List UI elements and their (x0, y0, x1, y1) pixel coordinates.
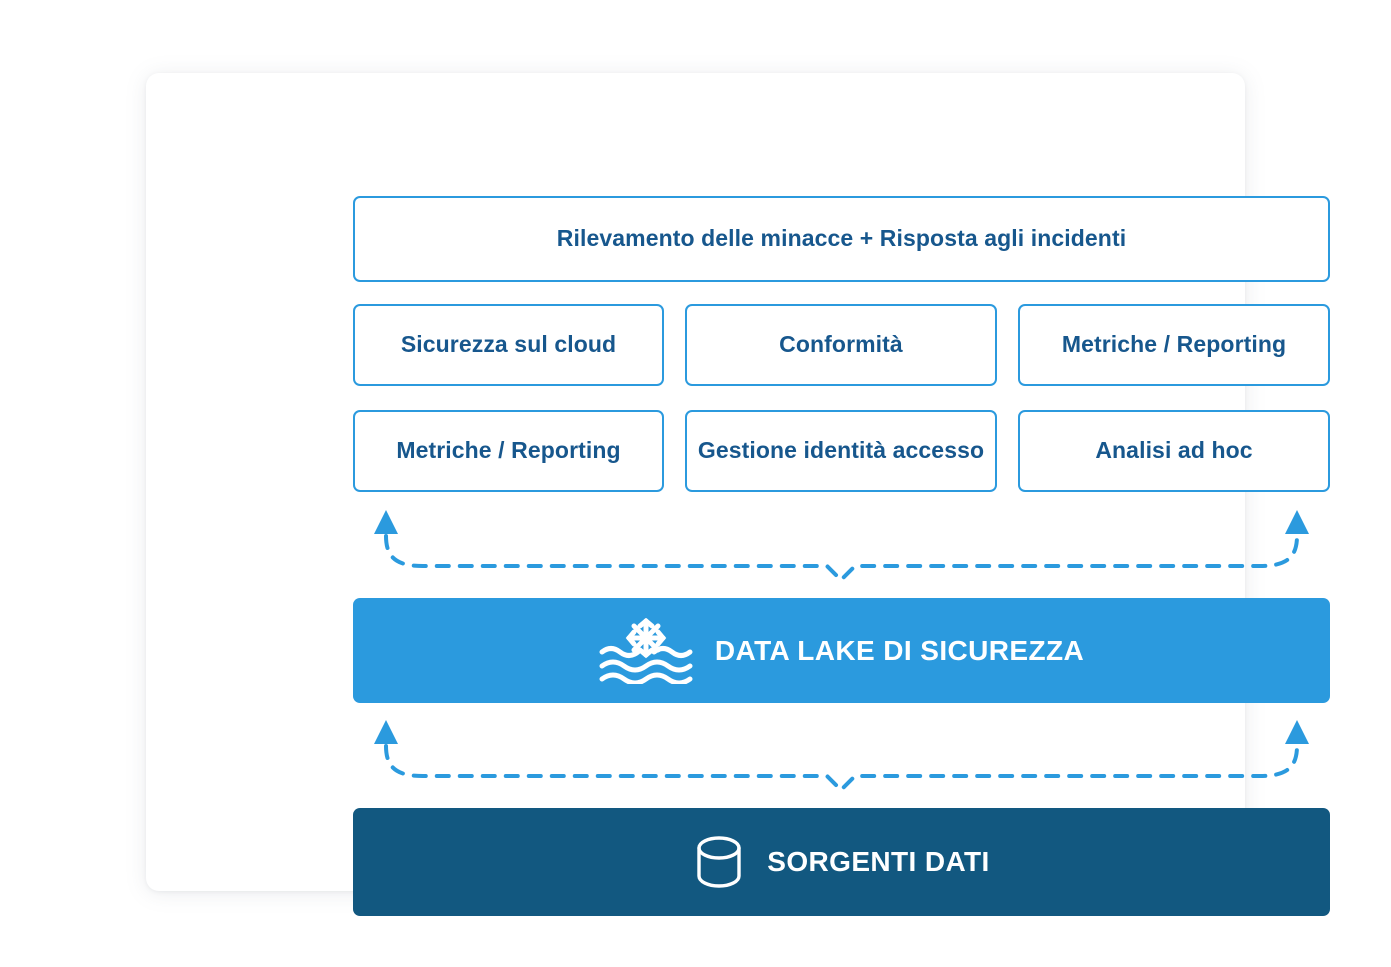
arrowhead-up-left-icon (374, 510, 398, 534)
database-cylinder-icon (697, 836, 741, 888)
connector-data-lake-to-sources (374, 720, 1309, 792)
connector-capabilities-to-data-lake (374, 510, 1309, 582)
box-label: Sicurezza sul cloud (400, 331, 617, 358)
connector-dashed-path (384, 744, 1299, 792)
bar-data-sources[interactable]: SORGENTI DATI (353, 808, 1330, 916)
connector-dashed-path (384, 534, 1299, 582)
box-ad-hoc-analysis[interactable]: Analisi ad hoc (1018, 410, 1330, 492)
bar-data-lake[interactable]: DATA LAKE DI SICUREZZA (353, 598, 1330, 703)
snowflake-waves-icon (599, 617, 693, 684)
arrowhead-up-right-icon (1285, 720, 1309, 744)
bar-label: DATA LAKE DI SICUREZZA (714, 634, 1085, 666)
snowflake-center-dot-icon (641, 633, 650, 642)
box-label: Conformità (779, 331, 903, 358)
box-cloud-security[interactable]: Sicurezza sul cloud (353, 304, 664, 386)
box-label: Metriche / Reporting (1061, 331, 1287, 358)
box-metrics-reporting-top[interactable]: Metriche / Reporting (1018, 304, 1330, 386)
box-label: Analisi ad hoc (1095, 437, 1253, 464)
box-threat-detection-response[interactable]: Rilevamento delle minacce + Risposta agl… (353, 196, 1330, 282)
box-label: Gestione identità accesso (697, 437, 985, 464)
box-metrics-reporting-bottom[interactable]: Metriche / Reporting (353, 410, 664, 492)
box-label: Metriche / Reporting (396, 437, 621, 464)
arrowhead-up-left-icon (374, 720, 398, 744)
box-identity-access-management[interactable]: Gestione identità accesso (685, 410, 997, 492)
diagram-card: Rilevamento delle minacce + Risposta agl… (146, 73, 1330, 916)
arrowhead-up-right-icon (1285, 510, 1309, 534)
box-compliance[interactable]: Conformità (685, 304, 997, 386)
bar-label: SORGENTI DATI (767, 846, 990, 877)
box-label: Rilevamento delle minacce + Risposta agl… (556, 225, 1127, 252)
